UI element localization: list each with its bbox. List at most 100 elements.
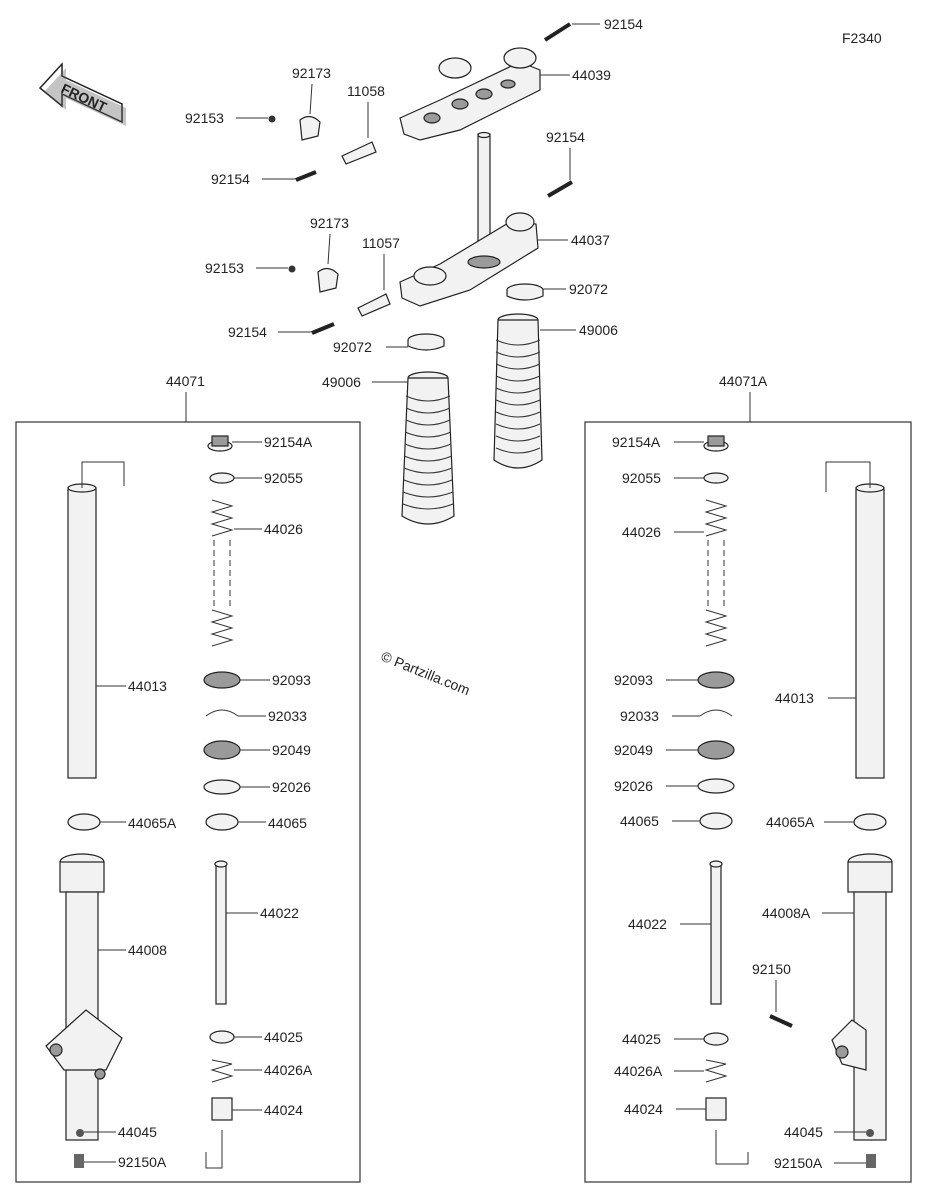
- label-44026-right: 44026: [622, 524, 661, 540]
- washer-92026-right: [697, 778, 735, 794]
- bushing-44065A-right: [853, 813, 887, 831]
- spring-44026A-right: [704, 1059, 728, 1083]
- label-44025-right: 44025: [622, 1031, 661, 1047]
- label-92049-left: 92049: [272, 742, 311, 758]
- label-92033-left: 92033: [268, 708, 307, 724]
- label-92150-right: 92150: [752, 961, 791, 977]
- label-92049-right: 92049: [614, 742, 653, 758]
- label-44065-right: 44065: [620, 813, 659, 829]
- ring-44025-left: [209, 1030, 235, 1044]
- label-92173-upper: 92173: [292, 65, 331, 81]
- figure-code: F2340: [842, 30, 882, 46]
- ring-44025-right: [703, 1032, 729, 1046]
- watermark: © Partzilla.com: [379, 648, 472, 698]
- cap-bolt-92154A-right: [674, 435, 729, 452]
- screw-92153-upper: [268, 115, 276, 123]
- bolt-92154-upper-clamp: [295, 170, 317, 182]
- inner-tube-44013-left: [67, 461, 126, 779]
- inner-tube-44013-right: [825, 461, 885, 779]
- label-92154-lower-clamp: 92154: [228, 324, 267, 340]
- label-44045-right: 44045: [784, 1124, 823, 1140]
- pointer-bottom-right: [715, 1130, 749, 1165]
- steering-stem: [477, 131, 491, 265]
- label-92154A-left: 92154A: [264, 434, 313, 450]
- oil-seal-92049-left: [203, 740, 241, 760]
- label-49006-right: 49006: [579, 322, 618, 338]
- label-92150A-right: 92150A: [774, 1155, 823, 1171]
- washer-44045-right: [866, 1129, 874, 1137]
- label-44065A-right: 44065A: [766, 814, 815, 830]
- clamp-92173-upper: [299, 115, 321, 141]
- bolt-92150A-right: [866, 1154, 876, 1168]
- upper-bracket-44039: [399, 47, 570, 141]
- label-92093-right: 92093: [614, 672, 653, 688]
- cap-bolt-92154A-left: [207, 435, 262, 452]
- oil-seal-92049-right: [697, 740, 735, 760]
- clip-92033-left: [205, 709, 239, 717]
- label-44022-right: 44022: [628, 916, 667, 932]
- o-ring-92055-left: [209, 472, 235, 484]
- assembly-box-right: [584, 421, 912, 1183]
- screw-92153-lower: [288, 265, 296, 273]
- label-44039: 44039: [572, 67, 611, 83]
- assembly-label-left: 44071: [166, 373, 205, 389]
- stay-11058: [341, 141, 377, 165]
- damper-rod-44022-right: [680, 860, 723, 1005]
- spring-44026-left: [210, 499, 262, 647]
- label-44026A-left: 44026A: [264, 1062, 313, 1078]
- label-44008A-right: 44008A: [762, 905, 811, 921]
- label-11058: 11058: [347, 83, 385, 99]
- label-92154A-right: 92154A: [612, 434, 661, 450]
- label-92026-left: 92026: [272, 779, 311, 795]
- front-arrow-icon: FRONT: [38, 62, 126, 126]
- seal-92093-right: [697, 671, 735, 689]
- o-ring-92055-right: [703, 472, 729, 484]
- fork-boot-49006-right: [493, 313, 576, 469]
- label-44008-left: 44008: [128, 942, 167, 958]
- label-92026-right: 92026: [614, 778, 653, 794]
- piece-44024-right: [705, 1097, 727, 1121]
- front-label: FRONT: [59, 80, 110, 115]
- label-92093-left: 92093: [272, 672, 311, 688]
- label-44026A-right: 44026A: [614, 1063, 663, 1079]
- label-92150A-left: 92150A: [118, 1154, 167, 1170]
- outer-tube-44008-left: [45, 853, 126, 1141]
- outer-tube-44008A-right: [822, 853, 893, 1141]
- bolt-92154-top: [543, 22, 600, 42]
- label-92173-lower: 92173: [310, 215, 349, 231]
- bolt-92154-mid: [546, 180, 574, 198]
- seal-92093-left: [203, 671, 241, 689]
- band-92072-left: [386, 333, 445, 351]
- label-92072-right: 92072: [569, 281, 608, 297]
- label-44026-left: 44026: [264, 521, 303, 537]
- clamp-92173-lower: [317, 267, 339, 293]
- bushing-44065A-left: [67, 813, 101, 831]
- label-92055-right: 92055: [622, 470, 661, 486]
- bolt-92150-right: [769, 1014, 793, 1028]
- label-92154-top: 92154: [604, 16, 643, 32]
- spring-44026A-left: [210, 1059, 234, 1083]
- label-92033-right: 92033: [620, 708, 659, 724]
- damper-rod-44022-left: [214, 860, 258, 1005]
- label-92153-lower: 92153: [205, 260, 244, 276]
- label-92154-mid: 92154: [546, 129, 585, 145]
- label-44065-left: 44065: [268, 815, 307, 831]
- label-44045-left: 44045: [118, 1124, 157, 1140]
- label-44024-right: 44024: [624, 1101, 663, 1117]
- label-49006-left: 49006: [322, 374, 361, 390]
- fork-boot-49006-left: [372, 371, 455, 525]
- bolt-92154-lower-clamp: [311, 322, 335, 335]
- bushing-44065-right: [699, 812, 733, 830]
- label-92153-upper: 92153: [185, 110, 224, 126]
- label-44065A-left: 44065A: [128, 815, 177, 831]
- label-44013-left: 44013: [128, 678, 167, 694]
- label-44013-right: 44013: [775, 690, 814, 706]
- pointer-bottom-left: [205, 1130, 223, 1169]
- label-44022-left: 44022: [260, 905, 299, 921]
- label-44024-left: 44024: [264, 1102, 303, 1118]
- assembly-label-right: 44071A: [719, 373, 768, 389]
- assembly-box-left: [15, 421, 361, 1183]
- clip-92033-right: [699, 709, 733, 717]
- washer-44045-left: [76, 1129, 84, 1137]
- label-44025-left: 44025: [264, 1029, 303, 1045]
